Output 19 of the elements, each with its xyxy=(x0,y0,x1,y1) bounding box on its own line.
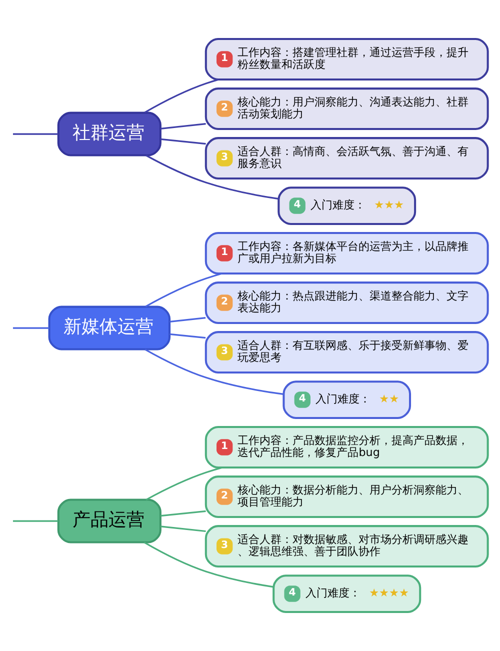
connector xyxy=(160,510,206,517)
connector xyxy=(12,520,58,522)
node-box: 产品运营 xyxy=(57,498,162,544)
connector xyxy=(160,526,206,532)
connector xyxy=(170,333,206,339)
connector xyxy=(144,542,274,588)
connector xyxy=(12,327,50,329)
connector xyxy=(160,138,206,145)
node-box: 4 入门难度： ★★ xyxy=(282,380,412,419)
node-box: 新媒体运营 xyxy=(48,306,171,350)
connector xyxy=(160,122,206,130)
node-box: 社群运营 xyxy=(57,112,162,156)
connector xyxy=(12,133,58,135)
node-box: 4 入门难度： ★★★★ xyxy=(272,574,422,613)
connector xyxy=(146,466,222,500)
connector xyxy=(146,154,279,200)
node-box: 4 入门难度： ★★★ xyxy=(278,186,416,225)
connector xyxy=(170,317,206,322)
connector xyxy=(144,348,284,395)
